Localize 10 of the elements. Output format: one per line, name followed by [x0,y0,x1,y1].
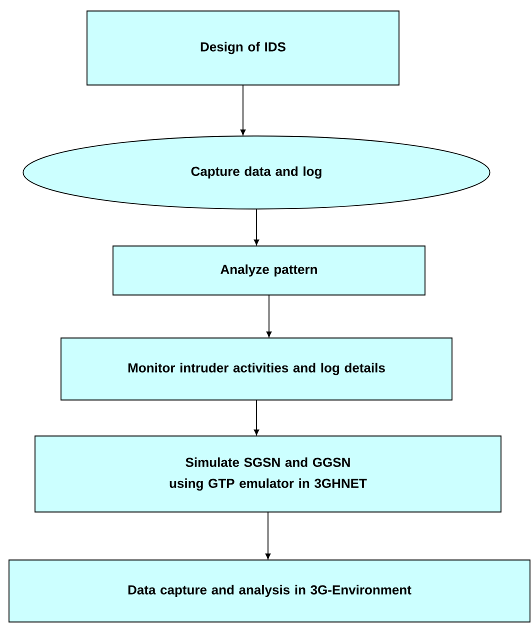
process-box: Simulate SGSN and GGSN using GTP emulator in 3GHNET [34,436,502,512]
arrow [240,85,246,136]
arrow [254,209,260,246]
arrow [265,512,271,560]
process-box: Design of IDS [86,10,400,86]
process-box: Data capture and analysis in 3G-Environment [8,560,530,622]
process-box: Monitor intruder activities and log details [60,338,452,400]
arrow [254,400,260,436]
process-box: Analyze pattern [112,246,426,296]
arrow [266,295,272,338]
